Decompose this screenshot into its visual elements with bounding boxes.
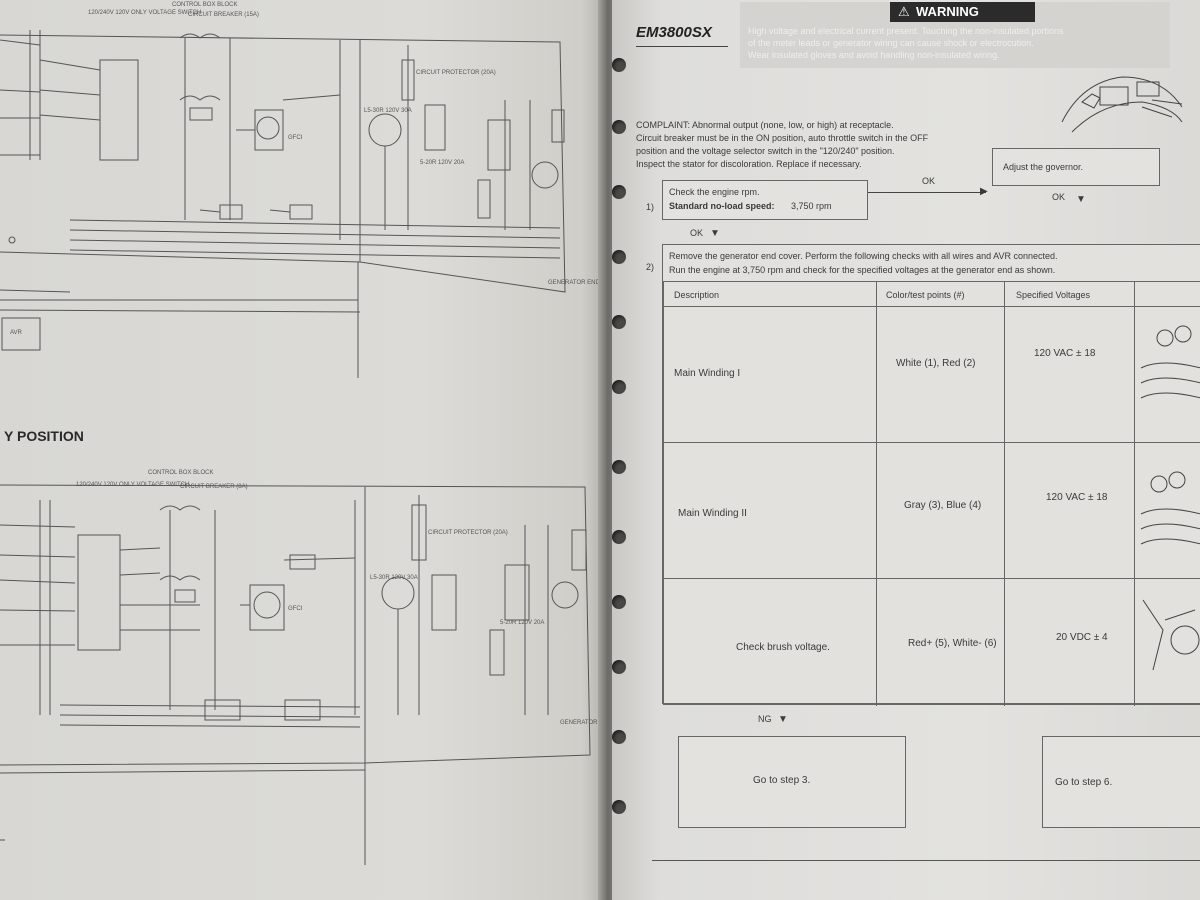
diagram1-title: CONTROL BOX BLOCK xyxy=(172,2,238,8)
duplex-receptacle-label-1: 5-20R 120V 20A xyxy=(420,160,465,166)
binder-hole xyxy=(612,58,626,72)
avr-label: AVR xyxy=(10,330,22,336)
table-row-2-description: Main Winding II xyxy=(678,508,747,519)
wiring-diagram-bottom xyxy=(0,484,591,865)
step1-ok-right: OK xyxy=(922,176,936,186)
governor-box: Adjust the governor. xyxy=(992,148,1160,186)
locking-receptacle-label-1: L5-30R 120V 30A xyxy=(364,108,412,114)
binder-hole xyxy=(612,530,626,544)
warning-line-1: High voltage and electrical current pres… xyxy=(748,26,1064,36)
header-description: Description xyxy=(674,290,720,300)
right-page: EM3800SX ⚠ WARNING High voltage and elec… xyxy=(612,0,1200,900)
brush-illustration xyxy=(1142,599,1200,671)
header-voltages: Specified Voltages xyxy=(1016,290,1091,300)
step1-number: 1) xyxy=(646,202,655,212)
table-col-divider xyxy=(876,282,877,706)
governor-ok-arrow: ▼ xyxy=(1076,194,1086,205)
binder-hole xyxy=(612,460,626,474)
left-page: CONTROL BOX BLOCK 120/240V 120V ONLY VOL… xyxy=(0,0,612,900)
step1-box: Check the engine rpm. Standard no-load s… xyxy=(662,180,868,220)
wiring-diagram-top xyxy=(0,30,566,378)
breaker-label-1: CIRCUIT BREAKER (15A) xyxy=(188,12,259,18)
step1-speed-label: Standard no-load speed: xyxy=(669,201,775,211)
generator-end-label-1: GENERATOR END xyxy=(548,280,600,286)
warning-icon: ⚠ xyxy=(898,4,910,19)
complaint-line-3: position and the voltage selector switch… xyxy=(636,146,895,156)
table-col-divider xyxy=(1134,282,1135,706)
protector-label-2: CIRCUIT PROTECTOR (20A) xyxy=(428,530,508,536)
step1-speed-value: 3,750 rpm xyxy=(791,201,832,211)
goto-step6-text: Go to step 6. xyxy=(1055,777,1113,788)
voltage-table: Description Color/test points (#) Specif… xyxy=(663,281,1200,706)
ng-label: NG xyxy=(758,714,772,724)
ok-arrow-right-head: ▶ xyxy=(980,186,988,197)
step1-line1: Check the engine rpm. xyxy=(669,187,760,197)
table-row-1-description: Main Winding I xyxy=(674,368,741,379)
binder-hole xyxy=(612,315,626,329)
binder-hole xyxy=(612,185,626,199)
binder-hole xyxy=(612,800,626,814)
volt-switch-label-1: 120/240V 120V ONLY VOLTAGE SWITCH xyxy=(88,10,202,16)
binder-hole xyxy=(612,120,626,134)
warning-banner: ⚠ WARNING xyxy=(890,2,1035,22)
step1-ok-down-arrow: ▼ xyxy=(710,228,720,239)
section-heading: Y POSITION xyxy=(4,428,84,444)
warning-box: ⚠ WARNING High voltage and electrical cu… xyxy=(740,2,1170,68)
warning-line-2: of the meter leads or generator wiring c… xyxy=(748,38,1034,48)
table-row-3-points: Red+ (5), White- (6) xyxy=(908,638,997,649)
table-row-1-points: White (1), Red (2) xyxy=(896,358,976,369)
model-title: EM3800SX xyxy=(636,24,712,41)
complaint-line-4: Inspect the stator for discoloration. Re… xyxy=(636,159,862,169)
gfci-label-2: GFCI xyxy=(288,606,303,612)
table-row-divider xyxy=(664,578,1200,579)
binder-hole xyxy=(612,730,626,744)
protector-label-1: CIRCUIT PROTECTOR (20A) xyxy=(416,70,496,76)
table-row-1-voltage: 120 VAC ± 18 xyxy=(1034,348,1096,359)
model-underline xyxy=(636,46,728,47)
goto-step3-text: Go to step 3. xyxy=(753,775,811,786)
breaker-label-2: CIRCUIT BREAKER (8A) xyxy=(180,484,248,490)
footer-rule xyxy=(652,860,1200,861)
table-col-divider xyxy=(1004,282,1005,706)
winding-illustration-2 xyxy=(1140,471,1200,545)
header-test-points: Color/test points (#) xyxy=(886,290,965,300)
winding-illustration-1 xyxy=(1140,325,1200,399)
table-row-2-points: Gray (3), Blue (4) xyxy=(904,500,982,511)
table-row-divider xyxy=(664,442,1200,443)
goto-step3-box: Go to step 3. xyxy=(678,736,906,828)
step1-ok-down: OK xyxy=(690,228,704,238)
binder-hole xyxy=(612,380,626,394)
step2-line2: Run the engine at 3,750 rpm and check fo… xyxy=(669,265,1056,275)
locking-receptacle-label-2: L5-30R 120V 30A xyxy=(370,575,418,581)
warning-title: WARNING xyxy=(916,4,979,19)
volt-switch-label-2: 120/240V 120V ONLY VOLTAGE SWITCH xyxy=(76,482,190,488)
complaint-line-1: COMPLAINT: Abnormal output (none, low, o… xyxy=(636,120,894,130)
binder-hole xyxy=(612,250,626,264)
binder-hole xyxy=(612,660,626,674)
table-row-2-voltage: 120 VAC ± 18 xyxy=(1046,492,1108,503)
warning-line-3: Wear insulated gloves and avoid handling… xyxy=(748,50,1000,60)
governor-ok: OK xyxy=(1052,192,1066,202)
table-row-3-description: Check brush voltage. xyxy=(736,642,830,653)
duplex-receptacle-label-2: 5-20R 120V 20A xyxy=(500,620,545,626)
goto-step6-box: Go to step 6. xyxy=(1042,736,1200,828)
governor-text: Adjust the governor. xyxy=(1003,162,1084,172)
step2-box: Remove the generator end cover. Perform … xyxy=(662,244,1200,706)
table-row-3-voltage: 20 VDC ± 4 xyxy=(1056,632,1108,643)
ng-arrow: ▼ xyxy=(778,714,788,725)
table-row-divider xyxy=(664,306,1200,307)
step2-line1: Remove the generator end cover. Perform … xyxy=(669,251,1058,261)
generator-end-label-2: GENERATOR END xyxy=(560,720,612,726)
gfci-label-1: GFCI xyxy=(288,135,303,141)
ok-arrow-right xyxy=(868,192,986,193)
stator-illustration xyxy=(1061,76,1183,133)
complaint-line-2: Circuit breaker must be in the ON positi… xyxy=(636,133,929,143)
diagram2-title: CONTROL BOX BLOCK xyxy=(148,470,214,476)
step2-number: 2) xyxy=(646,262,655,272)
binder-hole xyxy=(612,595,626,609)
